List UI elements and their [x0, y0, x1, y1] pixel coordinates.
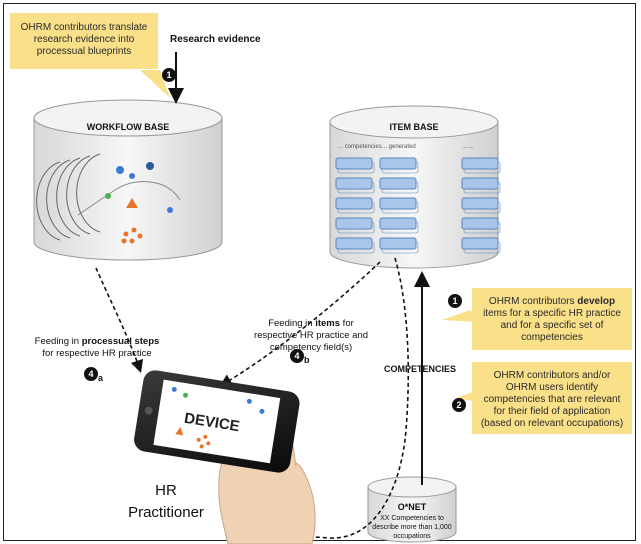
- item-block: [379, 157, 417, 170]
- workflow-base-cylinder: [33, 99, 223, 261]
- step-4b-sub: b: [304, 355, 310, 366]
- item-column-label-1: ... competencies: [338, 144, 382, 150]
- research-evidence-label: Research evidence: [170, 34, 261, 45]
- step-4b-badge: 4: [290, 349, 304, 363]
- feeding-steps-strong: processual steps: [81, 336, 160, 347]
- feeding-steps-post: for respective HR practice: [42, 348, 152, 359]
- device-phone: [134, 370, 300, 473]
- item-block: [461, 197, 499, 210]
- item-block: [335, 177, 373, 190]
- step-1-right-badge: 1: [448, 294, 462, 308]
- figure-border: [3, 3, 636, 541]
- practitioner-label: Practitioner: [128, 504, 204, 521]
- onet-cylinder: [367, 476, 457, 543]
- items-dashed-arrow: [219, 261, 381, 387]
- feeding-steps-label: Feeding in processual steps for respecti…: [32, 336, 162, 360]
- competencies-label: COMPETENCIES: [384, 364, 457, 374]
- hr-label: HR: [155, 482, 177, 499]
- develop-note: OHRM contributors develop items for a sp…: [472, 288, 632, 350]
- onet-title: O*NET: [397, 502, 427, 512]
- blueprint-note: OHRM contributors translate research evi…: [10, 13, 158, 69]
- onet-dashed-link: [233, 257, 410, 539]
- item-block: [461, 157, 499, 170]
- item-block: [379, 197, 417, 210]
- item-block: [461, 217, 499, 230]
- feeding-items-pre: Feeding in: [268, 318, 316, 329]
- item-block: [379, 237, 417, 250]
- feeding-items-strong: items: [315, 318, 341, 329]
- item-block: [335, 217, 373, 230]
- item-block: [379, 217, 417, 230]
- item-column-label-3: ... ...: [462, 144, 474, 150]
- step-4a-badge: 4: [84, 367, 98, 381]
- onet-description: XX Competencies to describe more than 1,…: [372, 515, 452, 540]
- feeding-items-post: for respective HR practice and competenc…: [253, 318, 369, 353]
- item-block-grid: [335, 157, 501, 254]
- item-block: [335, 197, 373, 210]
- item-block: [461, 177, 499, 190]
- item-block: [335, 237, 373, 250]
- item-block: [335, 157, 373, 170]
- feeding-items-label: Feeding in items for respective HR pract…: [248, 318, 374, 354]
- item-column-label-2: ... generated: [382, 144, 416, 150]
- identify-note: OHRM contributors and/or OHRM users iden…: [472, 362, 632, 434]
- step-4a-sub: a: [98, 373, 104, 384]
- steps-dashed-arrow: [95, 267, 144, 374]
- step-2-badge: 2: [452, 398, 466, 412]
- item-base-title: ITEM BASE: [389, 122, 439, 132]
- develop-note-pointer: [442, 310, 478, 322]
- item-block: [461, 237, 499, 250]
- item-block: [379, 177, 417, 190]
- step-1-top-badge: 1: [162, 68, 176, 82]
- develop-note-strong: develop: [577, 296, 616, 307]
- develop-note-pre: OHRM contributors: [488, 296, 578, 307]
- workflow-base-title: WORKFLOW BASE: [86, 122, 170, 132]
- feeding-steps-pre: Feeding in: [34, 336, 82, 347]
- develop-note-post: items for a specific HR practice and for…: [483, 308, 621, 343]
